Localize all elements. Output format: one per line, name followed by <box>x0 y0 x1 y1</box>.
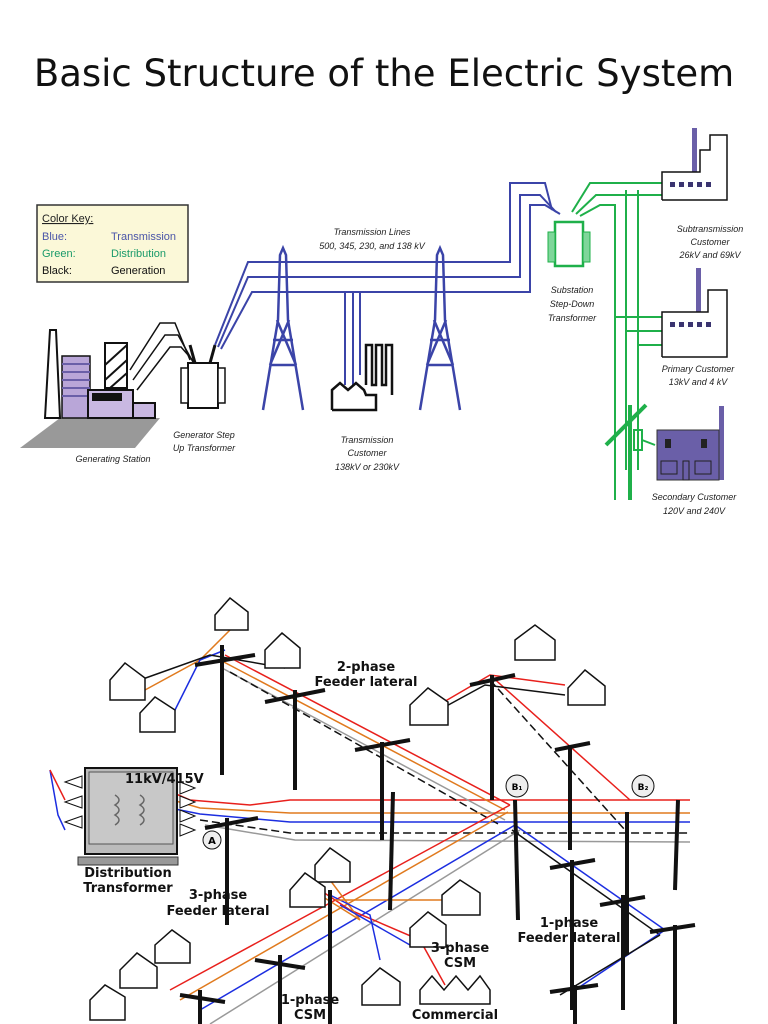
label-substation-2: Step-Down <box>550 299 595 309</box>
houses <box>89 596 606 1021</box>
point-a-marker: A <box>202 830 222 850</box>
transmission-customer-factory <box>330 343 394 412</box>
generator-step-up-transformer <box>180 344 226 409</box>
label-one-phase: 1-phase <box>540 916 599 931</box>
transmission-lines <box>214 182 561 385</box>
label-transmission-customer-3: 138kV or 230kV <box>335 462 400 472</box>
label-transmission-voltages: 500, 345, 230, and 138 kV <box>319 241 426 251</box>
secondary-customer-house <box>656 406 724 481</box>
label-one-phase-csm: 1-phase <box>281 993 340 1008</box>
color-key-heading: Color Key: <box>42 213 93 225</box>
label-transmission-customer-1: Transmission <box>341 435 394 445</box>
point-b1-marker: B₁ <box>505 774 529 798</box>
color-key: Color Key: Blue: Transmission Green: Dis… <box>36 204 189 283</box>
label-one-phase-csm-2: CSM <box>294 1008 326 1023</box>
label-primary-2: 13kV and 4 kV <box>669 377 729 387</box>
label-substation-3: Transformer <box>548 313 597 323</box>
label-substation-1: Substation <box>551 285 594 295</box>
key-blue: Blue: <box>42 231 67 243</box>
distribution-lines <box>571 182 662 500</box>
point-a-label: A <box>208 836 216 847</box>
key-black: Black: <box>42 265 72 277</box>
label-three-phase-csm: 3-phase <box>431 941 490 956</box>
label-subtransmission-1: Subtransmission <box>677 224 744 234</box>
label-three-phase-csm-2: CSM <box>444 956 476 971</box>
point-b1-label: B₁ <box>512 783 523 793</box>
key-distribution: Distribution <box>111 248 166 260</box>
label-three-phase: 3-phase <box>189 888 248 903</box>
label-transmission-customer-2: Customer <box>347 448 387 458</box>
substation-step-down-transformer <box>547 220 591 268</box>
label-two-phase: 2-phase <box>337 660 396 675</box>
label-subtransmission-3: 26kV and 69kV <box>678 250 741 260</box>
label-subtransmission-2: Customer <box>690 237 730 247</box>
subtransmission-customer-building <box>661 128 728 201</box>
key-transmission: Transmission <box>111 231 176 243</box>
label-gen-step-up-1: Generator Step <box>173 430 235 440</box>
page-title: Basic Structure of the Electric System <box>33 52 735 95</box>
label-secondary-1: Secondary Customer <box>652 492 738 502</box>
commercial-building <box>419 974 491 1005</box>
generating-station <box>20 322 197 448</box>
label-transformer-rating: 11kV/415V <box>125 772 204 787</box>
label-transmission-lines: Transmission Lines <box>334 227 411 237</box>
label-commercial: Commercial <box>412 1008 498 1023</box>
primary-customer-building <box>661 268 728 358</box>
label-transformer: Transformer <box>83 881 173 896</box>
point-b2-label: B₂ <box>638 783 649 793</box>
label-two-phase-lateral: Feeder lateral <box>315 675 418 690</box>
label-secondary-2: 120V and 240V <box>663 506 726 516</box>
label-primary-1: Primary Customer <box>662 364 736 374</box>
transmission-tower <box>418 244 462 411</box>
label-three-phase-lateral: Feeder lateral <box>167 904 270 919</box>
label-distribution: Distribution <box>84 866 171 881</box>
point-b2-marker: B₂ <box>631 774 655 798</box>
transmission-tower <box>261 244 305 411</box>
key-generation: Generation <box>111 265 165 277</box>
distribution-transformer <box>49 767 197 866</box>
utility-poles <box>179 645 696 1024</box>
label-gen-step-up-2: Up Transformer <box>173 443 236 453</box>
label-one-phase-lateral: Feeder lateral <box>518 931 621 946</box>
key-green: Green: <box>42 248 76 260</box>
label-generating-station: Generating Station <box>75 454 150 464</box>
